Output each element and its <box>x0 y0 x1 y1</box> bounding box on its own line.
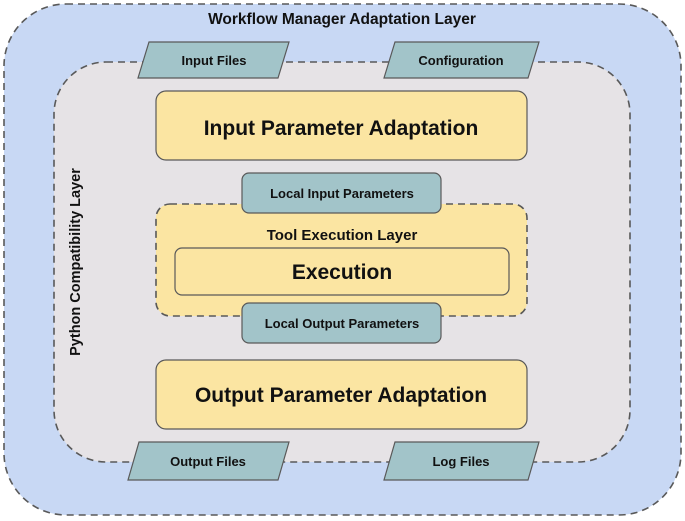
output-files-node: Output Files <box>127 441 290 481</box>
workflow-manager-layer-title: Workflow Manager Adaptation Layer <box>208 11 476 28</box>
log-files-label: Log Files <box>432 454 489 469</box>
local-output-parameters-node: Local Output Parameters <box>241 302 442 344</box>
output-files-shape <box>127 441 290 481</box>
output-parameter-adaptation-node: Output Parameter Adaptation <box>155 359 528 430</box>
output-parameter-adaptation-box <box>155 359 528 430</box>
output-files-label: Output Files <box>170 454 246 469</box>
local-input-parameters-box <box>241 172 442 214</box>
input-parameter-adaptation-node: Input Parameter Adaptation <box>155 90 528 161</box>
configuration-shape <box>383 41 540 79</box>
configuration-label: Configuration <box>418 53 503 68</box>
local-input-parameters-label: Local Input Parameters <box>270 186 414 201</box>
local-input-parameters-node: Local Input Parameters <box>241 172 442 214</box>
python-compatibility-layer-title: Python Compatibility Layer <box>68 168 84 356</box>
input-files-label: Input Files <box>182 53 247 68</box>
execution-node: Execution <box>174 247 510 296</box>
execution-label: Execution <box>292 261 392 284</box>
output-parameter-adaptation-label: Output Parameter Adaptation <box>195 384 487 407</box>
input-files-shape <box>137 41 290 79</box>
log-files-shape <box>383 441 540 481</box>
input-parameter-adaptation-label: Input Parameter Adaptation <box>204 117 479 140</box>
local-output-parameters-label: Local Output Parameters <box>265 316 420 331</box>
input-files-node: Input Files <box>137 41 290 79</box>
configuration-node: Configuration <box>383 41 540 79</box>
tool-execution-layer-title: Tool Execution Layer <box>267 227 418 244</box>
log-files-node: Log Files <box>383 441 540 481</box>
local-output-parameters-box <box>241 302 442 344</box>
execution-box <box>174 247 510 296</box>
input-parameter-adaptation-box <box>155 90 528 161</box>
